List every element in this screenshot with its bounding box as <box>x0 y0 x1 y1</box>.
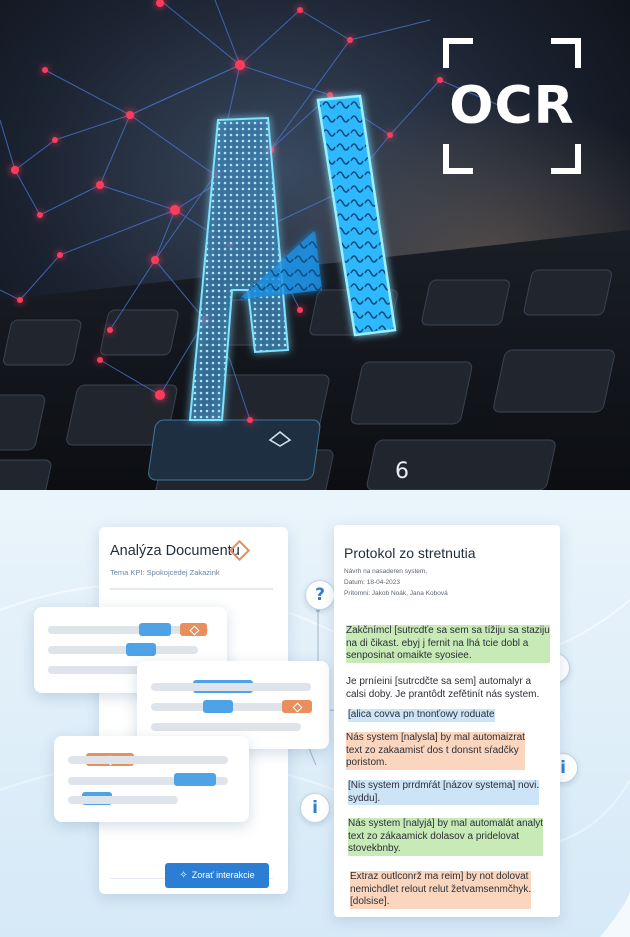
highlighted-block: Extraz outlconrž ma reim] by not dolovat… <box>348 870 533 910</box>
svg-text:6: 6 <box>395 459 409 484</box>
left-document-title: Analýza Documentu <box>110 543 240 559</box>
text-placeholder-bar <box>48 646 198 654</box>
text-line: Zakčnímcl [sutrcdťe sa sem sa tížiju sa … <box>346 625 550 638</box>
ai-network-illustration: 6 <box>0 0 630 490</box>
frame-corner <box>551 38 581 68</box>
magic-wand-icon: ✧ <box>179 870 188 881</box>
text-line: syddu]. <box>348 792 540 805</box>
text-line: calsi doby. Je prantôdt zefětinít nás sy… <box>346 688 540 700</box>
divider <box>110 588 273 590</box>
text-line: nemichdlet relout relut žetvamsenmčhyk. <box>350 883 532 896</box>
ocr-text: OCR <box>449 76 575 136</box>
left-document-subtitle: Tema KPI: Spokojcedej Zakazink <box>110 568 220 577</box>
text-line: poristom. <box>346 757 525 770</box>
tag-chip <box>180 623 207 636</box>
right-document-title: Protokol zo stretnutia <box>344 545 476 561</box>
text-placeholder-bar <box>68 777 228 785</box>
meta-line: Prítomni: Jakob Noák, Jana Kobová <box>344 590 448 597</box>
frame-corner <box>443 144 473 174</box>
highlighted-block: Nás system [nalyjá] by mal automalát ana… <box>346 817 545 857</box>
highlighted-block: [Nis system prrdmŕát [názov systema] nov… <box>346 779 541 806</box>
highlighted-block: Nás system [nalysla] by mal automaizrat … <box>344 731 527 771</box>
tag-chip <box>126 643 156 656</box>
tag-chip <box>282 700 312 713</box>
text-line: Nás system [nalyjá] by mal automalát ana… <box>348 818 544 831</box>
frame-corner <box>443 38 473 68</box>
question-icon: ? <box>305 580 335 610</box>
analysis-card <box>54 736 249 822</box>
text-line: Extraz outlconrž ma reim] by not dolovat <box>350 871 532 884</box>
text-line: [Nis system prrdmŕát [názov systema] nov… <box>348 780 540 793</box>
text-placeholder-bar <box>151 683 311 691</box>
analysis-card <box>137 661 329 749</box>
button-label: Zorať interakcie <box>191 870 255 880</box>
meta-line: Návrh na nasaderen system, <box>344 568 428 575</box>
tag-chip <box>174 773 216 786</box>
text-line: [alica covva pn tnonťowy roduate <box>348 709 495 722</box>
meta-line: Datum: 18-04-2023 <box>344 579 401 586</box>
tag-chip <box>203 700 233 713</box>
ai-keyboard-photo: 6 <box>0 0 630 490</box>
analysis-card <box>34 607 227 693</box>
text-block: Je prníeini [sutrcdčte sa sem] automalyr… <box>344 675 541 702</box>
keyboard: 6 <box>0 230 630 490</box>
text-line: Je prníeini [sutrcdčte sa sem] automalyr… <box>346 676 532 687</box>
text-line: Nás system [nalysla] by mal automaizrat <box>346 732 525 745</box>
ocr-badge: OCR <box>443 38 581 174</box>
text-placeholder-bar <box>68 756 228 764</box>
text-placeholder-bar <box>151 723 301 731</box>
text-line: [dolsise]. <box>350 896 532 909</box>
highlighted-block: [alica covva pn tnonťowy roduate <box>346 708 497 723</box>
text-line: senposinat omaikte syosiee. <box>346 650 550 663</box>
text-line: text zo zakaamisť dos t donsnt sŕadčky <box>346 744 525 757</box>
text-line: text zo zákaamick dolasov a pridelovat <box>348 830 544 843</box>
ai-glowing-letters <box>188 94 397 421</box>
tag-chip <box>139 623 171 636</box>
text-placeholder-bar <box>48 626 208 634</box>
info-icon: i <box>300 793 330 823</box>
text-placeholder-bar <box>48 666 168 674</box>
highlighted-block: Zakčnímcl [sutrcdťe sa sem sa tížiju sa … <box>344 624 552 664</box>
text-line: stovekbnby. <box>348 843 544 856</box>
right-document: Protokol zo stretnutia Návrh na nasadere… <box>334 525 560 917</box>
text-placeholder-bar <box>68 796 178 804</box>
zobrazit-interakcie-button[interactable]: ✧Zorať interakcie <box>165 863 269 888</box>
frame-corner <box>551 144 581 174</box>
text-line: na di čikast. ebyj j fernit na lhá tcie … <box>346 637 550 650</box>
